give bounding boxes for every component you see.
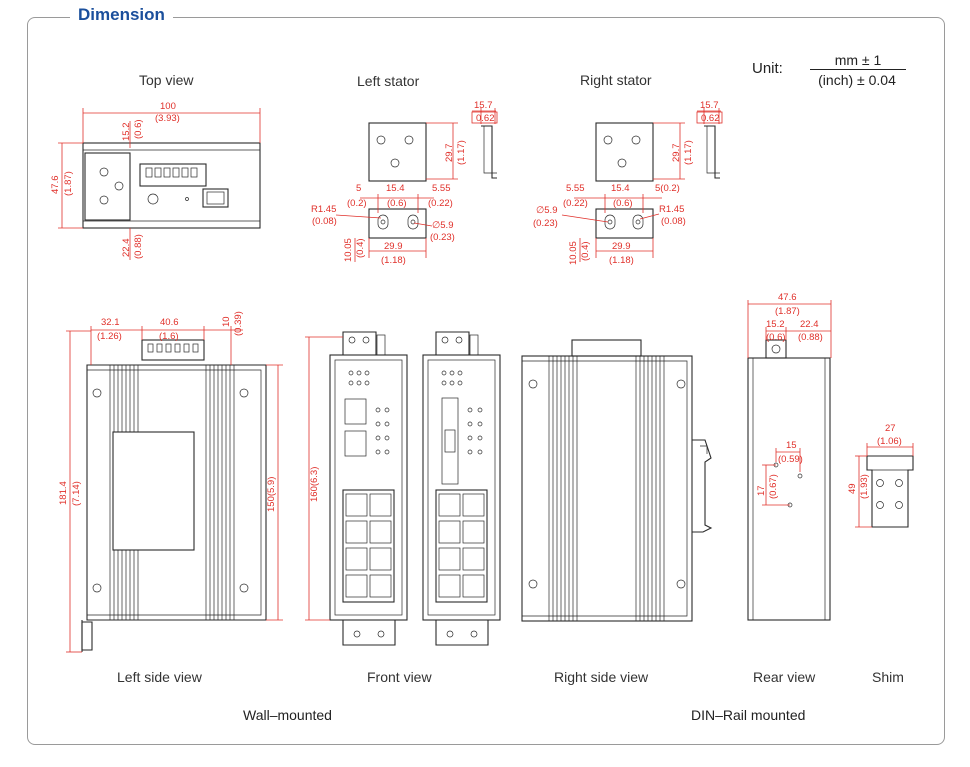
dim-ls-r-in: (0.08) bbox=[312, 216, 337, 227]
dim-ls-15-7: 15.7 bbox=[474, 100, 493, 111]
rear-view-label: Rear view bbox=[753, 669, 816, 685]
dim-lsv-32-1-in: (1.26) bbox=[97, 331, 122, 342]
dim-ls-5-in: (0.2) bbox=[347, 198, 367, 209]
dim-top-15-2-in: (0.6) bbox=[133, 119, 144, 139]
rear-view-dimensions: 47.6 (1.87) 15.2 (0.6) 22.4 (0.88) 15 (0… bbox=[747, 292, 832, 506]
right-stator-label: Right stator bbox=[580, 72, 652, 88]
dim-lsv-150: 150(5.9) bbox=[266, 477, 277, 512]
right-stator-drawing bbox=[595, 122, 720, 239]
dim-ls-5: 5 bbox=[356, 183, 361, 194]
dim-sh-49: 49 bbox=[847, 483, 858, 494]
dim-ls-dia-in: (0.23) bbox=[430, 232, 455, 243]
dim-lsv-40-6: 40.6 bbox=[160, 317, 179, 328]
dim-rs-10-05-in: (0.4) bbox=[580, 241, 591, 261]
dim-ls-10-05-in: (0.4) bbox=[355, 238, 366, 258]
dim-ls-29-9: 29.9 bbox=[384, 241, 403, 252]
wall-mounted-label: Wall–mounted bbox=[243, 707, 332, 723]
dim-fv-160: 160(6.3) bbox=[309, 467, 320, 502]
dim-rs-15-7-in: 0.62 bbox=[701, 113, 720, 124]
dim-100: 100 bbox=[160, 101, 176, 112]
dim-sh-27: 27 bbox=[885, 423, 896, 434]
dim-ls-dia: ∅5.9 bbox=[432, 220, 453, 231]
dim-lsv-10-in: (0.39) bbox=[233, 311, 244, 336]
left-stator-dimensions: 15.7 0.62 29.7 (1.17) 5 (0.2) 15.4 (0.6)… bbox=[311, 100, 498, 266]
dim-rv-17: 17 bbox=[756, 485, 767, 496]
left-side-view-drawing bbox=[81, 339, 267, 652]
right-stator-dimensions: 15.7 0.62 29.7 (1.17) 5.55 (0.22) 15.4 (… bbox=[533, 100, 723, 266]
dim-rs-5-55-in: (0.22) bbox=[563, 198, 588, 209]
section-title: Dimension bbox=[70, 5, 173, 25]
right-side-view-drawing bbox=[521, 339, 713, 622]
dim-ls-15-4: 15.4 bbox=[386, 183, 405, 194]
dim-ls-r: R1.45 bbox=[311, 204, 336, 215]
dim-rs-5-55: 5.55 bbox=[566, 183, 585, 194]
dim-rv-47-6-in: (1.87) bbox=[775, 306, 800, 317]
dim-rv-17-in: (0.67) bbox=[768, 474, 779, 499]
dim-ls-15-4-in: (0.6) bbox=[387, 198, 407, 209]
dim-rv-22-4: 22.4 bbox=[800, 319, 819, 330]
top-view-drawing bbox=[82, 142, 261, 229]
dim-ls-5-55-in: (0.22) bbox=[428, 198, 453, 209]
dim-lsv-181-4: 181.4 bbox=[58, 481, 69, 505]
dim-rs-29-7-in: (1.17) bbox=[683, 140, 694, 165]
right-side-view-label: Right side view bbox=[554, 669, 649, 685]
dimension-frame bbox=[27, 17, 945, 745]
dim-rv-15-2: 15.2 bbox=[766, 319, 785, 330]
top-view-label: Top view bbox=[139, 72, 194, 88]
dim-rs-15-4: 15.4 bbox=[611, 183, 630, 194]
top-view-dimensions: 100 (3.93) 15.2 (0.6) 47.6 (1.87) 22.4 (… bbox=[50, 101, 261, 260]
dim-ls-5-55: 5.55 bbox=[432, 183, 451, 194]
dim-rv-15: 15 bbox=[786, 440, 797, 451]
dim-top-22-4-in: (0.88) bbox=[133, 234, 144, 259]
dim-rs-5: 5(0.2) bbox=[655, 183, 680, 194]
dim-lsv-10: 10 bbox=[221, 316, 232, 327]
left-side-view-dimensions: 32.1 (1.26) 40.6 (1.6) 10 (0.39) 181.4 (… bbox=[58, 311, 283, 653]
shim-dimensions: 27 (1.06) 49 (1.93) bbox=[847, 423, 914, 528]
dim-ls-10-05: 10.05 bbox=[343, 238, 354, 262]
dim-rs-15-7: 15.7 bbox=[700, 100, 719, 111]
dim-rs-29-7: 29.7 bbox=[671, 144, 682, 163]
dim-rv-47-6: 47.6 bbox=[778, 292, 797, 303]
dim-rs-15-4-in: (0.6) bbox=[613, 198, 633, 209]
unit-numerator: mm ± 1 bbox=[810, 52, 906, 70]
dim-sh-27-in: (1.06) bbox=[877, 436, 902, 447]
front-view-label: Front view bbox=[367, 669, 432, 685]
left-stator-drawing bbox=[368, 122, 497, 239]
unit-denominator: (inch) ± 0.04 bbox=[818, 72, 896, 88]
rear-view-drawing bbox=[747, 339, 831, 621]
front-view-dimensions: 160(6.3) bbox=[305, 336, 343, 621]
dim-rs-dia-in: (0.23) bbox=[533, 218, 558, 229]
dim-lsv-32-1: 32.1 bbox=[101, 317, 120, 328]
dim-ls-29-7-in: (1.17) bbox=[456, 140, 467, 165]
dim-rs-dia: ∅5.9 bbox=[536, 205, 557, 216]
dim-top-47-6: 47.6 bbox=[50, 176, 61, 195]
dim-ls-29-9-in: (1.18) bbox=[381, 255, 406, 266]
dim-rs-r: R1.45 bbox=[659, 204, 684, 215]
dim-top-47-6-in: (1.87) bbox=[63, 171, 74, 196]
shim-label: Shim bbox=[872, 669, 904, 685]
dim-rs-29-9: 29.9 bbox=[612, 241, 631, 252]
dim-100-in: (3.93) bbox=[155, 113, 180, 124]
dim-lsv-181-4-in: (7.14) bbox=[71, 481, 82, 506]
din-rail-mounted-label: DIN–Rail mounted bbox=[691, 707, 806, 723]
dim-rs-10-05: 10.05 bbox=[568, 241, 579, 265]
dim-ls-15-7-in: 0.62 bbox=[476, 113, 495, 124]
left-stator-label: Left stator bbox=[357, 73, 420, 89]
left-side-view-label: Left side view bbox=[117, 669, 202, 685]
dim-sh-49-in: (1.93) bbox=[859, 474, 870, 499]
dim-lsv-40-6-in: (1.6) bbox=[159, 331, 179, 342]
dim-top-22-4: 22.4 bbox=[121, 239, 132, 258]
dim-top-15-2: 15.2 bbox=[121, 123, 132, 142]
front-view-drawing bbox=[329, 331, 501, 646]
dim-rv-15-2-in: (0.6) bbox=[766, 332, 786, 343]
dim-rv-22-4-in: (0.88) bbox=[798, 332, 823, 343]
dim-rs-r-in: (0.08) bbox=[661, 216, 686, 227]
dim-rv-15-in: (0.59) bbox=[778, 454, 803, 465]
dim-ls-29-7: 29.7 bbox=[444, 144, 455, 163]
shim-drawing bbox=[866, 455, 914, 528]
unit-label: Unit: bbox=[752, 60, 783, 77]
dim-rs-29-9-in: (1.18) bbox=[609, 255, 634, 266]
